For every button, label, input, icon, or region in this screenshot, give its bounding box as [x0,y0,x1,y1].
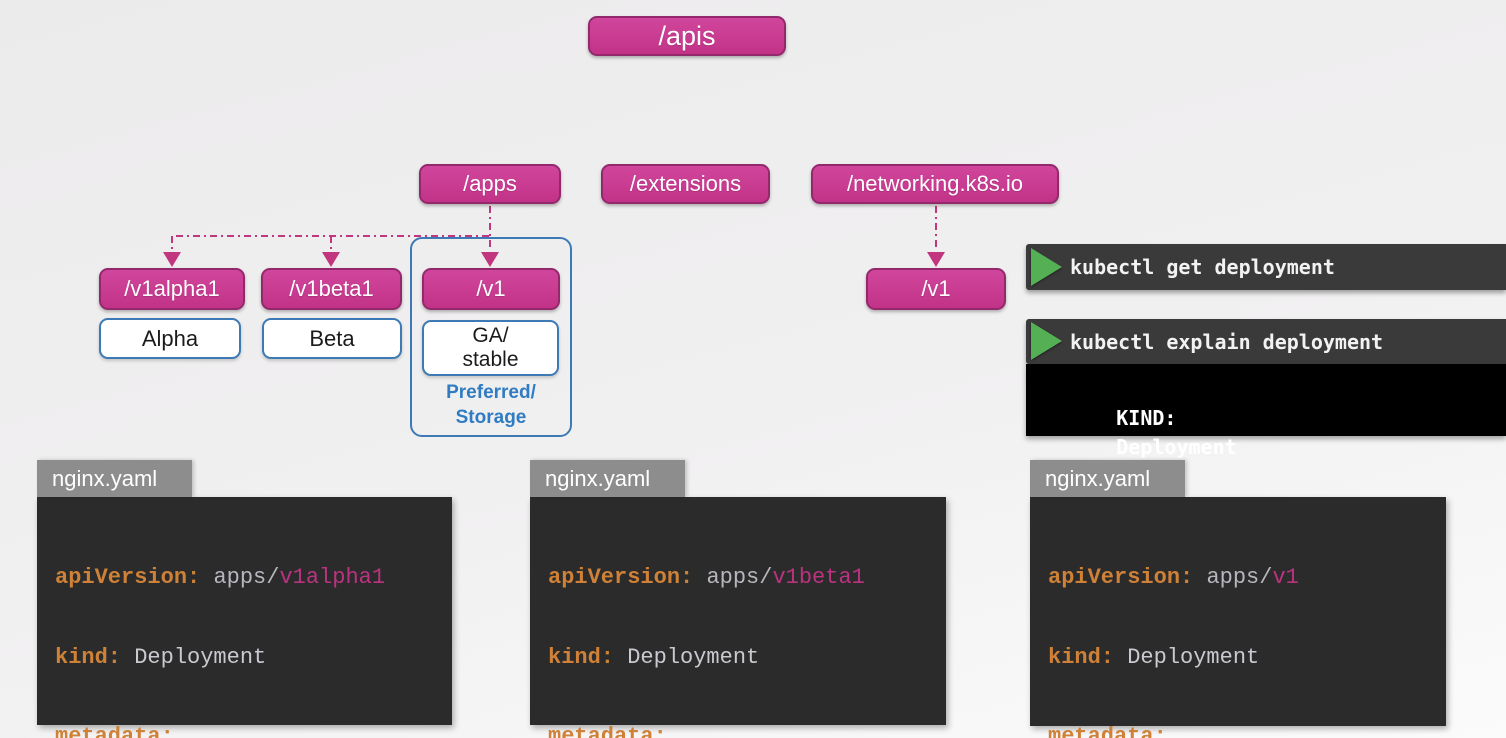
yaml-group-prefix: apps/ [706,565,773,590]
yaml-key: kind: [1048,644,1128,670]
yaml-version-value: v1alpha1 [279,565,386,590]
output-row-kind: KIND: Deployment [1026,375,1506,491]
terminal-explain-deployment: kubectl explain deployment [1026,319,1506,364]
yaml-key: metadata: [1048,724,1167,738]
yaml-line-kind: kind: Deployment [55,643,452,673]
yaml-card1-code: apiVersion: apps/v1alpha1 kind: Deployme… [37,497,452,738]
yaml-line-kind: kind: Deployment [548,643,946,673]
node-group-networking: /networking.k8s.io [811,164,1059,204]
terminal-get-deployment: kubectl get deployment [1026,244,1506,290]
yaml-version-value: v1beta1 [772,565,865,590]
yaml-line-kind: kind: Deployment [1048,643,1446,673]
yaml-card2-code: apiVersion: apps/v1beta1 kind: Deploymen… [530,497,946,738]
node-group-extensions: /extensions [601,164,770,204]
yaml-line-metadata: metadata: [55,722,452,738]
yaml-key: kind: [55,644,135,670]
yaml-group-prefix: apps/ [213,565,280,590]
terminal-command-text: kubectl get deployment [1070,255,1335,279]
terminal-explain-output: KIND: Deployment VERSION: apps/v1 [1026,364,1506,575]
preferred-storage-note: Preferred/ Storage [410,380,572,430]
preferred-note-line1: Preferred/ [446,382,536,403]
yaml-key: kind: [548,644,628,670]
node-version-v1-networking: /v1 [866,268,1006,310]
yaml-group-prefix: apps/ [1206,565,1273,590]
yaml-card3-code: apiVersion: apps/v1 kind: Deployment met… [1030,497,1446,738]
node-version-v1alpha1: /v1alpha1 [99,268,245,310]
yaml-kind-value: Deployment [1127,644,1260,670]
yaml-line-metadata: metadata: [548,722,946,738]
node-apis-root: /apis [588,16,786,56]
yaml-key: apiVersion: [55,565,214,590]
yaml-kind-value: Deployment [627,644,760,670]
yaml-card2-filename-tab: nginx.yaml [530,460,685,497]
ga-line2: stable [462,348,519,371]
preferred-note-line2: Storage [455,407,527,428]
yaml-key: metadata: [548,724,667,738]
stage-box-beta: Beta [262,318,402,359]
terminal-command-text: kubectl explain deployment [1070,329,1384,354]
yaml-key: apiVersion: [548,565,707,590]
output-kind-value: Deployment [1116,435,1237,459]
node-version-v1-apps: /v1 [422,268,560,310]
yaml-line-apiversion: apiVersion: apps/v1alpha1 [55,563,452,593]
yaml-line-apiversion: apiVersion: apps/v1 [1048,563,1446,593]
yaml-key: metadata: [55,724,174,738]
arrowhead-v1alpha1 [163,252,181,267]
yaml-card1-filename-tab: nginx.yaml [37,460,192,497]
arrowhead-v1-apps [481,252,499,267]
yaml-key: apiVersion: [1048,565,1207,590]
stage-box-ga-stable: GA/ stable [422,320,559,376]
ga-line1: GA/ [472,323,509,347]
stage-box-alpha: Alpha [99,318,241,359]
node-group-apps: /apps [419,164,561,204]
yaml-line-apiversion: apiVersion: apps/v1beta1 [548,563,946,593]
yaml-line-metadata: metadata: [1048,722,1446,738]
play-icon [1031,322,1062,360]
node-version-v1beta1: /v1beta1 [261,268,402,310]
output-kind-label: KIND: [1116,406,1177,430]
yaml-kind-value: Deployment [134,644,267,670]
play-icon [1031,248,1062,286]
arrowhead-v1-networking [927,252,945,267]
ga-version-container [410,237,572,437]
yaml-version-value: v1 [1272,565,1299,590]
arrowhead-v1beta1 [322,252,340,267]
yaml-card3-filename-tab: nginx.yaml [1030,460,1185,497]
